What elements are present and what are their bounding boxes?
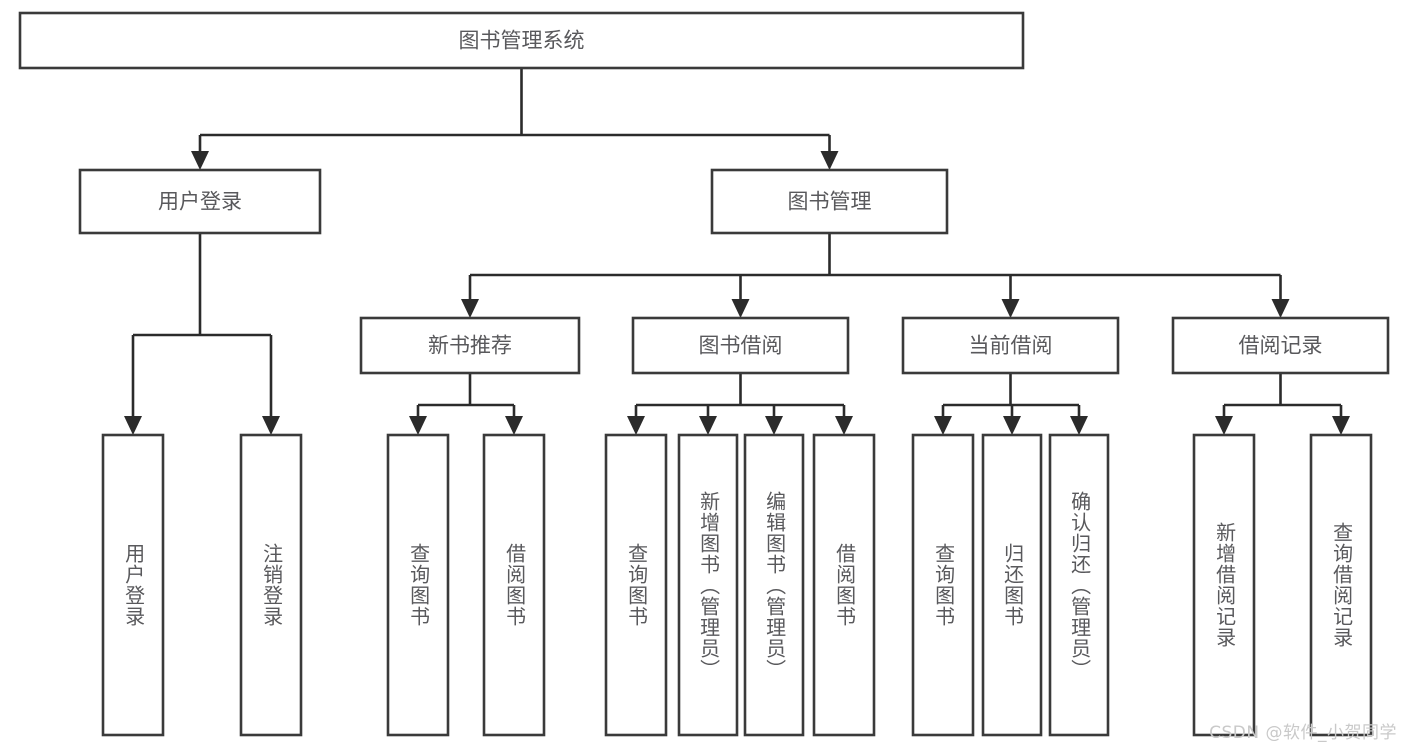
- arrowhead-icon-leaf8: [835, 416, 853, 435]
- node-box-l3a[interactable]: [359, 316, 581, 375]
- node-box-leaf6[interactable]: [677, 433, 739, 737]
- arrowhead-icon-l3c: [1001, 299, 1020, 318]
- node-label-l3c: 当前借阅: [969, 334, 1053, 358]
- node-box-leaf13[interactable]: [1309, 433, 1373, 737]
- node-box-root[interactable]: [18, 11, 1025, 70]
- arrowhead-icon-l3d: [1271, 299, 1290, 318]
- node-label-root: 图书管理系统: [459, 29, 585, 53]
- arrowhead-icon-leaf5: [627, 416, 645, 435]
- arrowhead-icon-leaf4: [505, 416, 523, 435]
- node-label-l2a: 用户登录: [158, 190, 242, 214]
- node-box-leaf10[interactable]: [981, 433, 1043, 737]
- node-box-leaf8[interactable]: [812, 433, 876, 737]
- node-box-leaf7[interactable]: [743, 433, 805, 737]
- node-box-leaf1[interactable]: [101, 433, 165, 737]
- arrowhead-icon-leaf6: [699, 416, 717, 435]
- node-box-leaf12[interactable]: [1192, 433, 1256, 737]
- arrowhead-icon-l3a: [461, 299, 479, 318]
- node-box-leaf4[interactable]: [482, 433, 546, 737]
- node-box-l2b[interactable]: [710, 168, 949, 235]
- arrowhead-icon-l2b: [820, 151, 839, 170]
- arrowhead-icon-leaf9: [934, 416, 952, 435]
- arrowhead-icon-l3b: [731, 299, 750, 318]
- arrowhead-icon-leaf11: [1070, 416, 1088, 435]
- arrowhead-icon-leaf12: [1215, 416, 1233, 435]
- node-box-leaf5[interactable]: [604, 433, 668, 737]
- node-label-l3d: 借阅记录: [1239, 334, 1323, 358]
- node-box-l3c[interactable]: [901, 316, 1120, 375]
- connector-layer: [124, 68, 1350, 435]
- arrowhead-icon-leaf2: [262, 416, 280, 435]
- watermark-text: CSDN @软件_小贺同学: [1209, 723, 1397, 743]
- node-box-l3b[interactable]: [631, 316, 850, 375]
- arrowhead-icon-leaf3: [409, 416, 427, 435]
- node-box-l2a[interactable]: [78, 168, 322, 235]
- arrowhead-icon-leaf13: [1332, 416, 1350, 435]
- node-box-layer: [18, 11, 1390, 737]
- node-label-l3a: 新书推荐: [428, 334, 512, 358]
- arrowhead-icon-l2a: [191, 151, 209, 170]
- arrowhead-icon-leaf7: [765, 416, 783, 435]
- node-box-leaf3[interactable]: [386, 433, 450, 737]
- node-box-leaf9[interactable]: [911, 433, 975, 737]
- node-label-l3b: 图书借阅: [699, 334, 783, 358]
- node-box-l3d[interactable]: [1171, 316, 1390, 375]
- node-box-leaf2[interactable]: [239, 433, 303, 737]
- arrowhead-icon-leaf1: [124, 416, 142, 435]
- arrowhead-icon-leaf10: [1003, 416, 1021, 435]
- node-label-l2b: 图书管理: [788, 190, 872, 214]
- node-box-leaf11[interactable]: [1048, 433, 1110, 737]
